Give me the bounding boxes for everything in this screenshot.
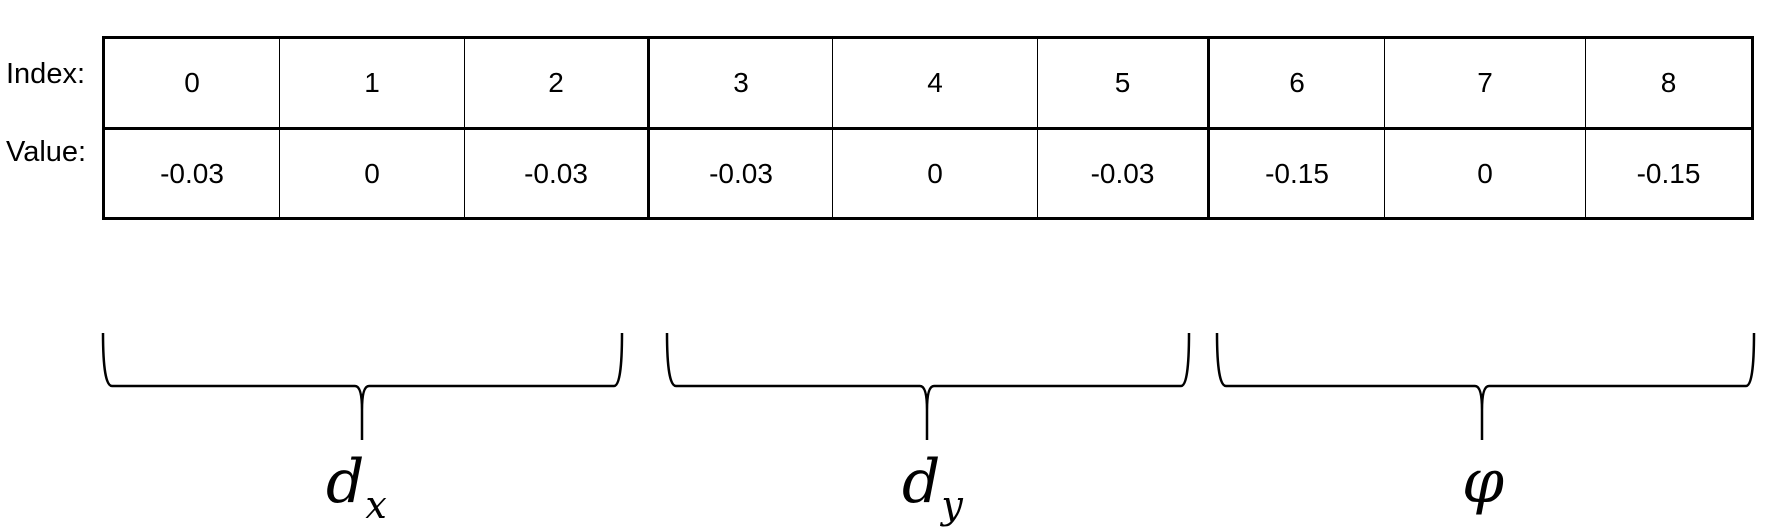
value-cell-8: -0.15: [1636, 157, 1701, 189]
brace-dy: [665, 332, 1191, 440]
index-cell-4: 4: [833, 39, 1038, 130]
group-label-dx: dx: [326, 452, 387, 524]
index-cell-1: 1: [280, 39, 465, 130]
brace-phi: [1215, 332, 1756, 440]
brace-dx: [101, 332, 624, 440]
value-cell-5: -0.03: [1038, 130, 1210, 217]
index-cell-7: 7: [1385, 39, 1586, 130]
value-cell-3: -0.03: [650, 130, 833, 217]
index-cell-3: 3: [650, 39, 833, 130]
group-symbol: d: [902, 447, 941, 517]
value-cell-0: -0.03: [105, 130, 280, 217]
value-cell-7: 0: [1385, 130, 1586, 217]
group-label-dy: dy: [902, 452, 963, 524]
value-cell-4: 0: [833, 130, 1038, 217]
value-cell-2: -0.03: [465, 130, 650, 217]
group-symbol: φ: [1462, 447, 1505, 517]
index-row-label: Index:: [6, 58, 85, 90]
group-subscript: y: [941, 483, 963, 527]
group-label-phi: φ: [1462, 452, 1504, 512]
index-cell-2: 2: [465, 39, 650, 130]
vector-table: 0 1 2 3 4 5 6 7 8 -0.03 0 -0.03 -0.03 0 …: [102, 36, 1754, 220]
value-cell-1: 0: [280, 130, 465, 217]
index-cell-8: 8: [1586, 39, 1751, 130]
group-symbol: d: [326, 447, 365, 517]
index-cell-6: 6: [1210, 39, 1385, 130]
value-row-label: Value:: [6, 136, 87, 168]
index-cell-5: 5: [1038, 39, 1210, 130]
group-subscript: x: [365, 483, 387, 527]
index-cell-0: 0: [105, 39, 280, 130]
value-cell-6: -0.15: [1210, 130, 1385, 217]
